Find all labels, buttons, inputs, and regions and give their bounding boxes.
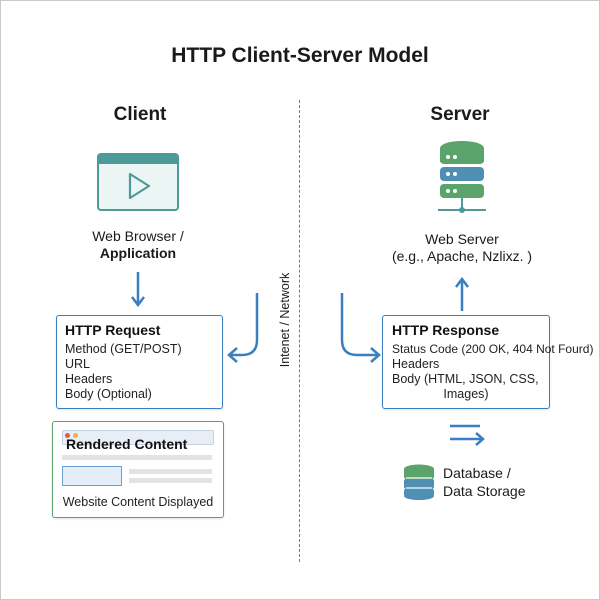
database-label-line2: Data Storage xyxy=(443,483,526,499)
double-arrow-icon xyxy=(450,424,485,446)
arrow-into-response-icon xyxy=(340,293,381,363)
placeholder-line xyxy=(129,469,212,474)
placeholder-line xyxy=(62,455,212,460)
server-heading: Server xyxy=(430,104,490,125)
arrow-down-icon xyxy=(131,272,145,308)
server-label-line1: Web Server xyxy=(425,231,499,247)
arrow-up-icon xyxy=(455,276,469,311)
arrow-into-request-icon xyxy=(227,293,259,363)
http-response-box: HTTP Response Status Code (200 OK, 404 N… xyxy=(382,315,594,409)
mock-address-bar xyxy=(62,430,214,445)
http-request-box: HTTP Request Method (GET/POST) URL Heade… xyxy=(56,315,223,409)
network-label: Intenet / Network xyxy=(278,272,292,368)
browser-window-icon xyxy=(97,153,179,211)
request-body-line: Body (Optional) xyxy=(65,387,152,401)
server-stack-icon xyxy=(438,141,486,213)
database-icon xyxy=(404,464,434,500)
placeholder-image xyxy=(62,466,122,486)
response-body-line: Body (HTML, JSON, CSS, xyxy=(392,372,539,386)
http-response-title: HTTP Response xyxy=(392,322,500,338)
client-heading: Client xyxy=(113,104,167,125)
request-headers-line: Headers xyxy=(65,372,113,386)
window-dot-icon xyxy=(73,433,78,438)
network-divider xyxy=(299,100,300,562)
browser-label-line1: Web Browser / xyxy=(92,228,184,244)
http-request-title: HTTP Request xyxy=(65,322,161,338)
response-headers-line: Headers xyxy=(392,357,440,371)
response-body-line-2: Images) xyxy=(443,387,489,401)
rendered-content-title: Rendered Content xyxy=(66,436,188,452)
response-status-line: Status Code (200 OK, 404 Not Fourd) xyxy=(392,342,594,356)
rendered-content-caption: Website Content Displayed xyxy=(62,495,214,509)
browser-label-line2: Application xyxy=(99,245,177,261)
server-label-line2: (e.g., Apache, Nzlixz. ) xyxy=(391,248,533,264)
diagram-title: HTTP Client-Server Model xyxy=(171,44,429,67)
request-url-line: URL xyxy=(65,357,91,371)
placeholder-line xyxy=(129,478,212,483)
request-method-line: Method (GET/POST) xyxy=(65,342,182,356)
rendered-content-box: Rendered Content Website Content Display… xyxy=(52,421,224,518)
window-dot-icon xyxy=(65,433,70,438)
database-label-line1: Database / xyxy=(443,465,511,481)
